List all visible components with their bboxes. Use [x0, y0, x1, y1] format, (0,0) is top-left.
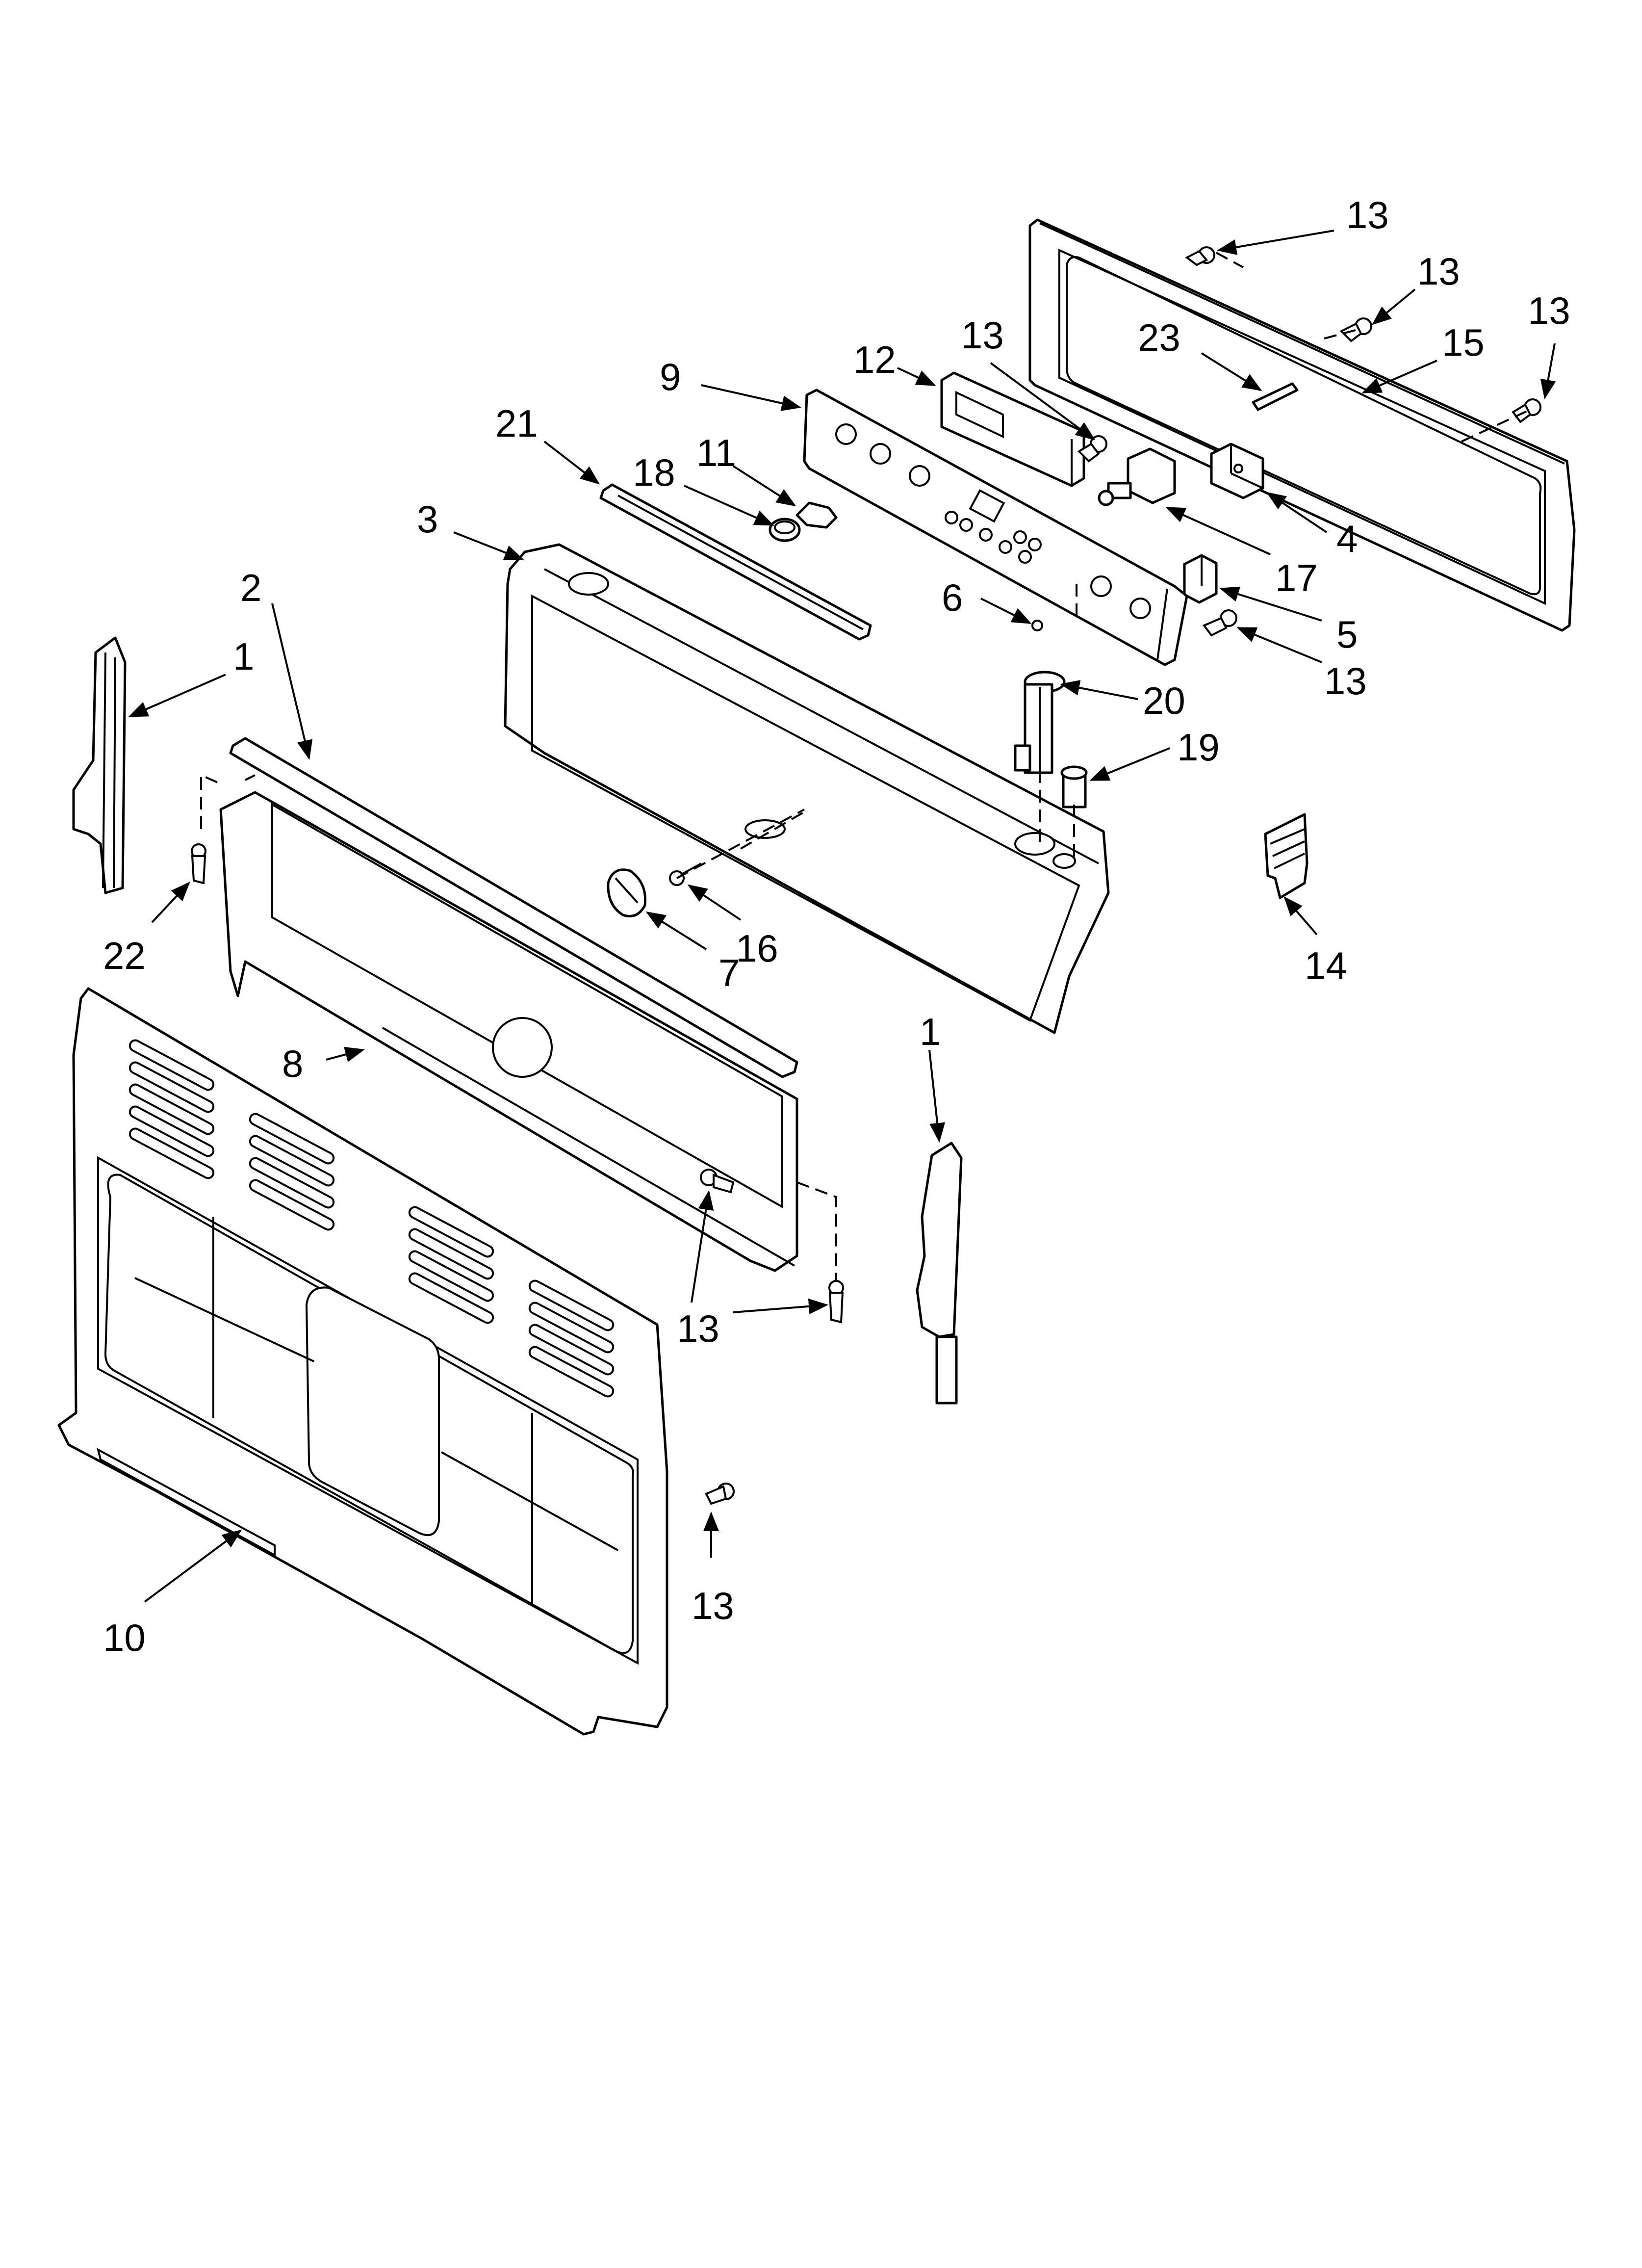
- part-14-clip: [1264, 813, 1308, 899]
- callout-1: 1: [920, 1010, 941, 1053]
- part-20-rotary-switch: [1014, 671, 1066, 774]
- screw-13-low-2: [828, 1280, 844, 1324]
- screw-13-top-3: [1512, 398, 1541, 423]
- part-21-bracket: [599, 483, 872, 641]
- part-23-clip: [1252, 382, 1299, 411]
- callout-8: 8: [282, 1042, 303, 1085]
- part-15-rear-panel: [1028, 218, 1576, 632]
- screw-13-mid: [1202, 609, 1237, 637]
- part-17-switch: [1098, 447, 1176, 506]
- part-1-left-trim: [72, 636, 127, 894]
- part-9-control-panel: [803, 389, 1188, 666]
- screw-6: [1031, 620, 1043, 631]
- callout-14: 14: [1305, 944, 1347, 987]
- callout-9: 9: [660, 355, 681, 398]
- callout-labels: 13 13 13 13 23 15 9 12 21 18 11 3 4 17 2…: [103, 193, 1570, 1659]
- part-10-back-panel: [57, 987, 668, 1736]
- callout-22: 22: [103, 934, 146, 977]
- callout-7: 7: [718, 951, 740, 994]
- screw-13-low-1: [700, 1169, 735, 1194]
- callout-13: 13: [1417, 250, 1460, 293]
- part-3-console: [504, 543, 1110, 1034]
- callout-17: 17: [1275, 556, 1318, 600]
- screw-13-top-2: [1339, 317, 1372, 342]
- callout-13: 13: [961, 313, 1004, 357]
- screw-13-top-1: [1185, 246, 1215, 266]
- screw-22: [191, 843, 206, 885]
- louvers: [128, 1039, 615, 1398]
- callout-16: 16: [736, 927, 778, 970]
- callout-2: 2: [240, 566, 261, 609]
- callout-19: 19: [1177, 726, 1220, 769]
- callout-11: 11: [696, 431, 736, 474]
- part-5-connector: [1183, 554, 1218, 604]
- callout-18: 18: [633, 451, 675, 494]
- callout-1: 1: [233, 635, 254, 678]
- part-11-button: [795, 501, 838, 529]
- part-1-right-trim: [916, 1142, 963, 1405]
- part-4-switch: [1210, 443, 1264, 499]
- callout-13: 13: [1528, 289, 1570, 332]
- part-12-display-module: [940, 371, 1085, 487]
- leader-lines: [128, 230, 1556, 1603]
- callout-12: 12: [853, 338, 896, 381]
- callout-5: 5: [1336, 613, 1358, 656]
- part-7-knob: [607, 868, 647, 917]
- callout-23: 23: [1138, 316, 1180, 359]
- screw-13-low-3: [705, 1483, 735, 1505]
- callout-15: 15: [1442, 321, 1485, 364]
- callout-13: 13: [677, 1307, 719, 1350]
- callout-4: 4: [1336, 517, 1358, 560]
- callout-13: 13: [1346, 193, 1389, 236]
- callout-6: 6: [942, 576, 963, 619]
- part-19-light: [1060, 765, 1088, 808]
- part-2-channel: [219, 737, 798, 1272]
- callout-21: 21: [495, 402, 538, 445]
- part-18-button: [769, 518, 801, 542]
- callout-13: 13: [692, 1584, 734, 1627]
- assembly-lines: [200, 252, 1531, 1280]
- callout-13: 13: [1324, 659, 1367, 703]
- callout-3: 3: [417, 497, 438, 541]
- callout-20: 20: [1143, 679, 1185, 722]
- callout-10: 10: [103, 1616, 146, 1659]
- screws: [191, 246, 1541, 1505]
